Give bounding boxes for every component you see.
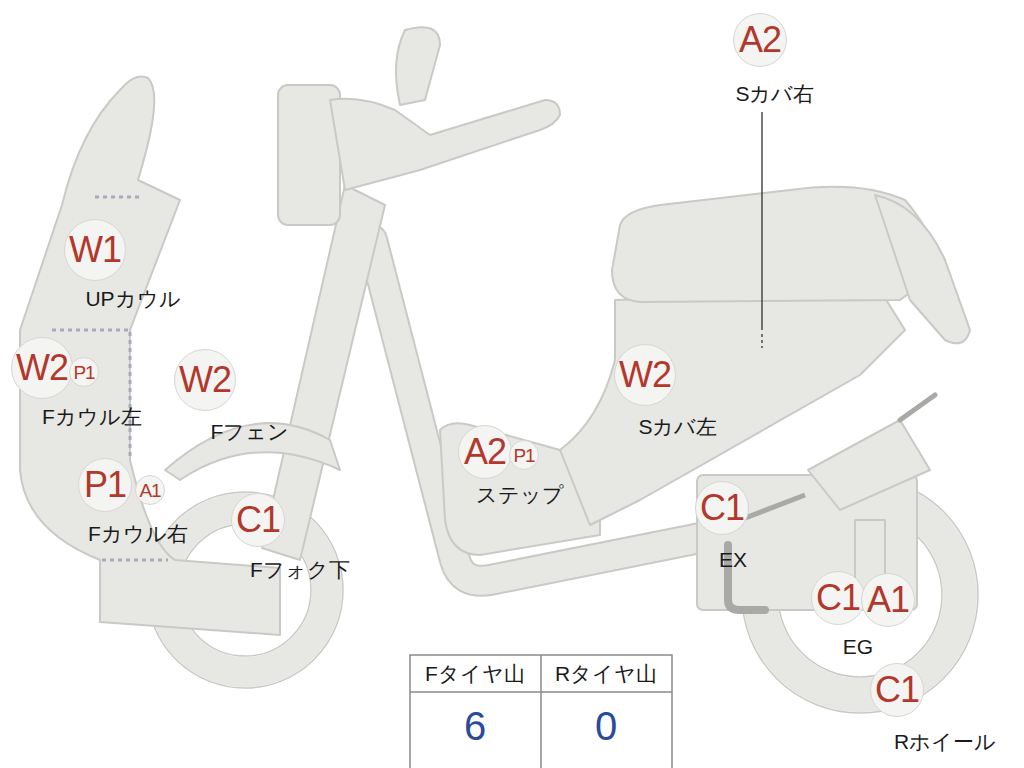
damage-code: W2 bbox=[11, 337, 73, 399]
damage-code: W2 bbox=[174, 349, 236, 411]
damage-code-small: P1 bbox=[69, 357, 99, 387]
damage-code-text: C1 bbox=[236, 502, 280, 538]
damage-code: C1 bbox=[231, 493, 285, 547]
tread-value: 6 bbox=[464, 703, 486, 749]
damage-code-text: P1 bbox=[73, 363, 94, 382]
part-name: Fフェン bbox=[211, 420, 290, 444]
part-name: Sカバ左 bbox=[638, 415, 717, 439]
part-name: Fカウル左 bbox=[42, 405, 142, 429]
table-header: Fタイヤ山 bbox=[425, 662, 525, 686]
damage-code-small: A1 bbox=[135, 475, 165, 505]
part-name: Rホイール bbox=[894, 730, 996, 754]
damage-code-text: A2 bbox=[739, 22, 781, 58]
damage-code: W2 bbox=[614, 344, 676, 406]
part-name: Fカウル右 bbox=[88, 522, 188, 546]
damage-code-text: A1 bbox=[139, 481, 160, 500]
damage-code-text: W2 bbox=[16, 350, 68, 386]
handlebar bbox=[330, 99, 560, 190]
tail bbox=[875, 195, 970, 343]
mirror bbox=[396, 27, 440, 105]
damage-code: C1 bbox=[870, 663, 924, 717]
damage-code-text: A2 bbox=[464, 434, 506, 470]
damage-code-text: W1 bbox=[69, 232, 121, 268]
leader-line bbox=[761, 334, 762, 348]
table-header: Rタイヤ山 bbox=[555, 662, 657, 686]
damage-code-text: W2 bbox=[619, 357, 671, 393]
damage-code-text: C1 bbox=[700, 490, 744, 526]
part-name: ステップ bbox=[476, 483, 564, 507]
damage-code-text: P1 bbox=[513, 446, 534, 465]
damage-code-text: W2 bbox=[179, 362, 231, 398]
damage-code: W1 bbox=[64, 219, 126, 281]
part-name: EX bbox=[719, 548, 747, 572]
part-name: Sカバ右 bbox=[735, 82, 814, 106]
rear-shock bbox=[808, 420, 930, 510]
damage-code: P1 bbox=[78, 458, 132, 512]
damage-code: C1 bbox=[811, 571, 865, 625]
damage-code-text: A1 bbox=[867, 582, 909, 618]
damage-code-small: P1 bbox=[509, 440, 539, 470]
damage-code-text: P1 bbox=[84, 467, 126, 503]
damage-code: C1 bbox=[695, 481, 749, 535]
damage-code: A2 bbox=[733, 13, 787, 67]
part-name: EG bbox=[843, 635, 873, 659]
part-name: UPカウル bbox=[85, 287, 180, 311]
damage-code-text: C1 bbox=[816, 580, 860, 616]
tread-table bbox=[410, 655, 672, 768]
tread-value: 0 bbox=[595, 703, 617, 749]
part-name: Fフォク下 bbox=[250, 558, 350, 582]
damage-code: A2 bbox=[458, 425, 512, 479]
damage-code-text: C1 bbox=[875, 672, 919, 708]
leader-line bbox=[761, 112, 762, 330]
damage-code: A1 bbox=[861, 573, 915, 627]
front-fork bbox=[262, 185, 385, 560]
